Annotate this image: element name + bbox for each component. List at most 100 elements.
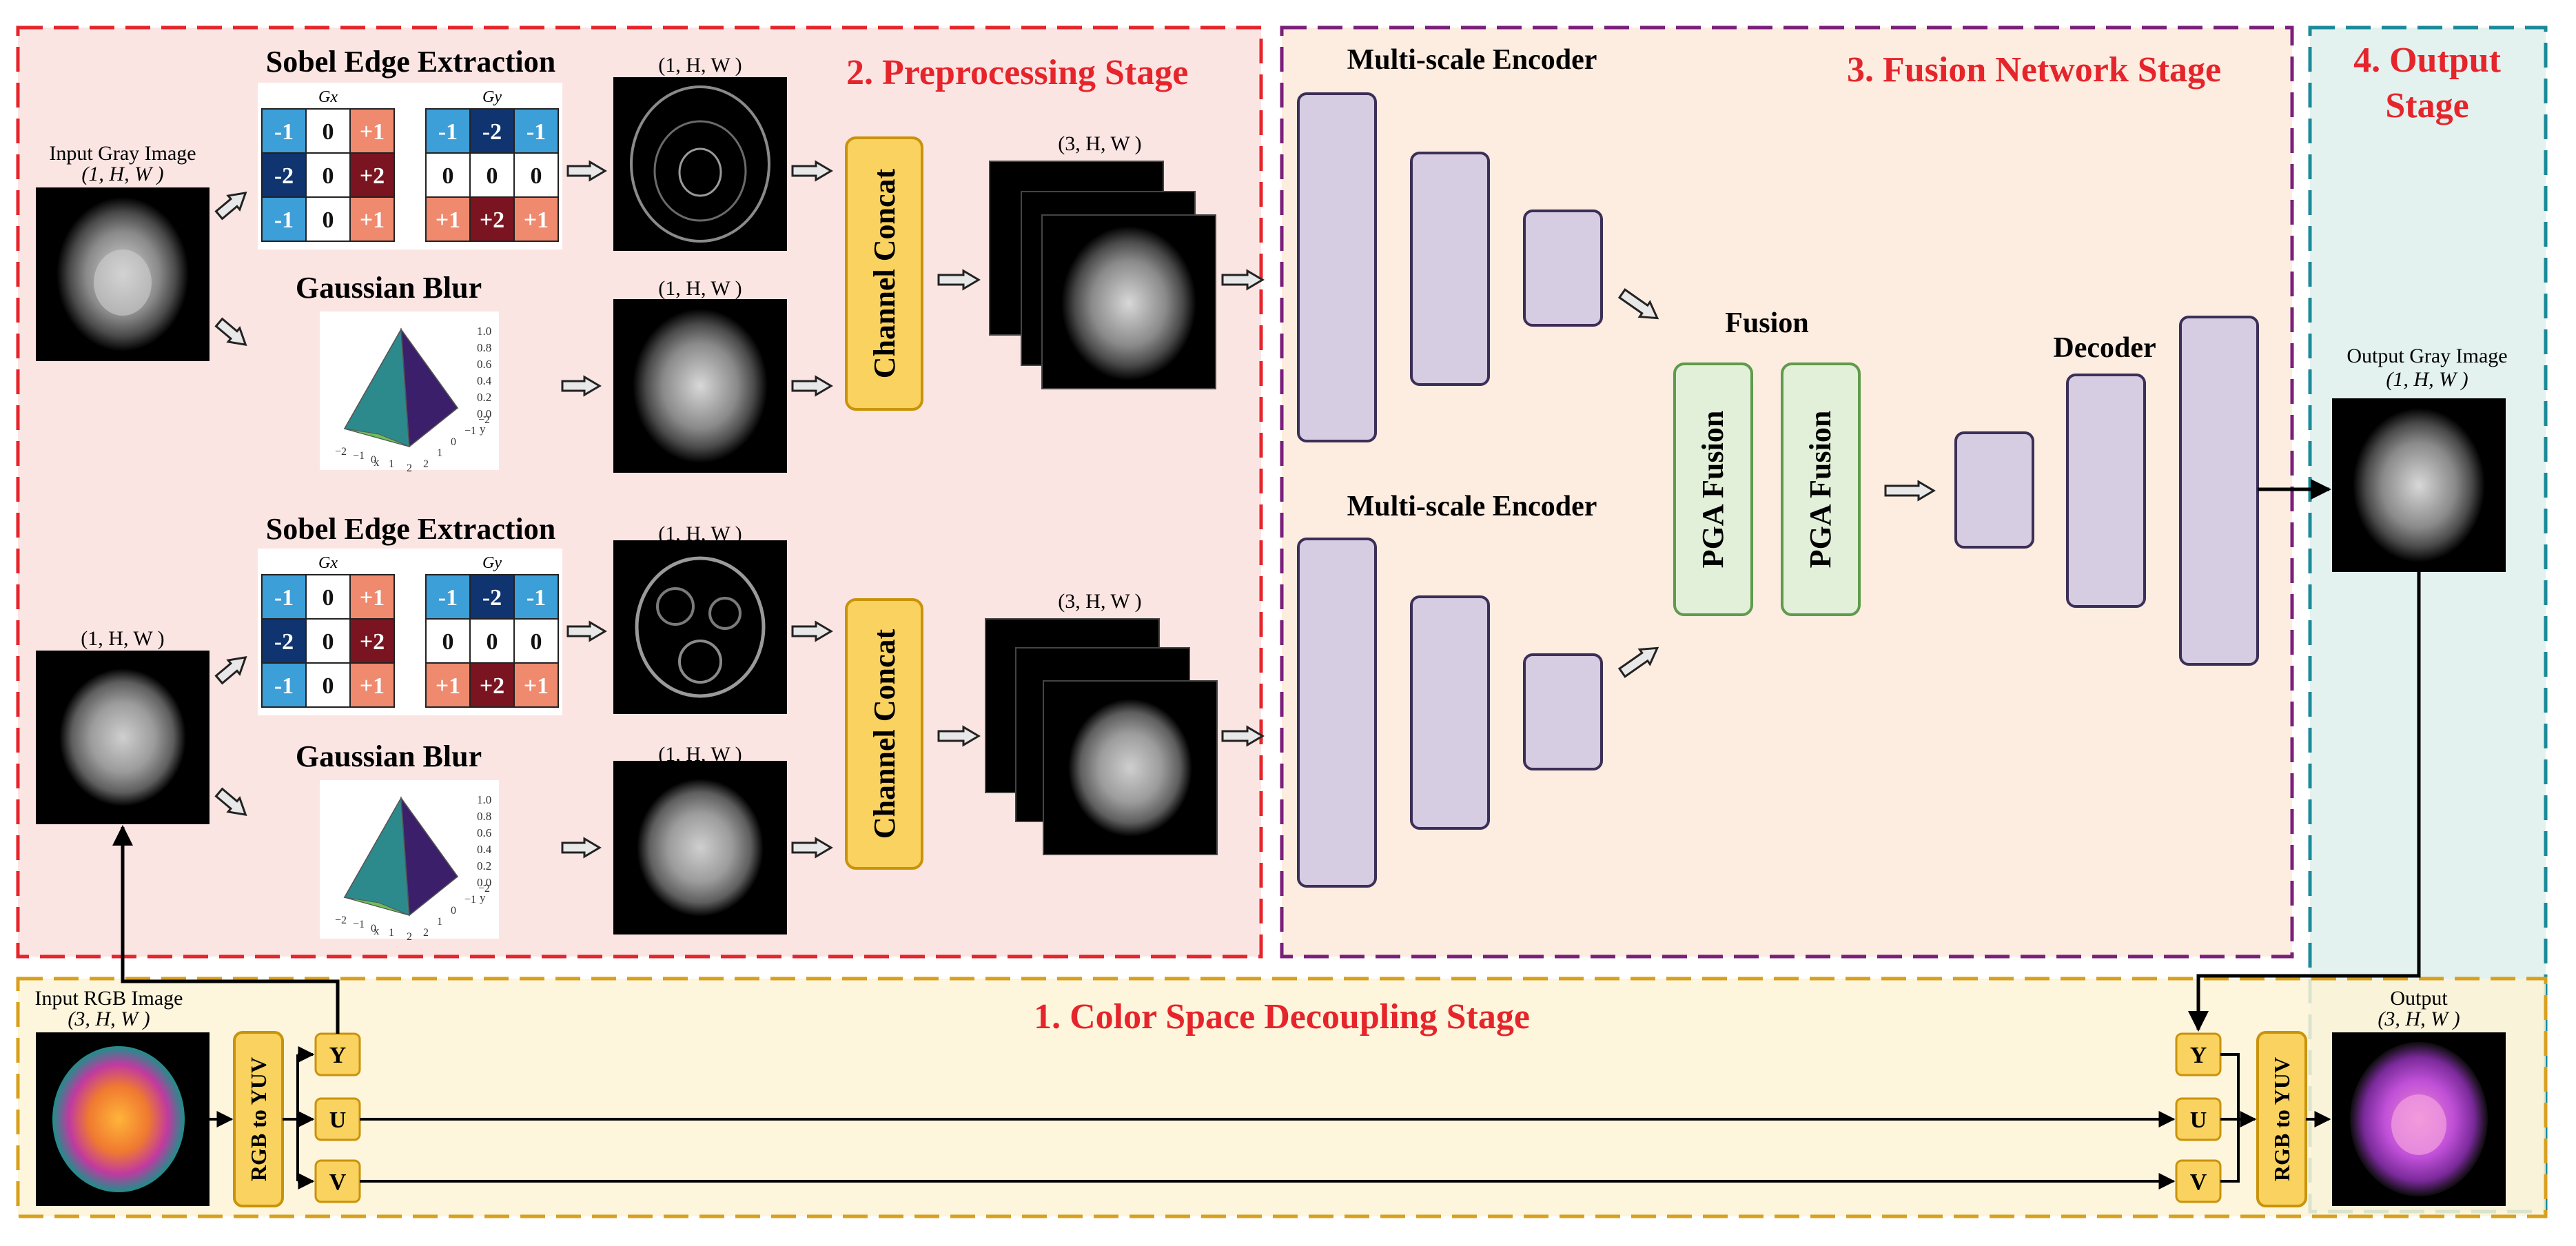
kernel-value: -2 bbox=[482, 585, 502, 611]
input-rgb-shape: (3, H, W ) bbox=[68, 1008, 150, 1030]
encoder-label-bottom: Multi-scale Encoder bbox=[1347, 491, 1597, 522]
svg-text:RGB to YUV: RGB to YUV bbox=[246, 1057, 271, 1181]
svg-text:Gx: Gx bbox=[318, 554, 338, 572]
flow-arrow bbox=[1221, 725, 1265, 747]
flow-arrow bbox=[214, 787, 247, 817]
flow-arrow bbox=[791, 620, 833, 642]
svg-text:Channel Concat: Channel Concat bbox=[868, 168, 901, 378]
kernel-value: +2 bbox=[360, 629, 385, 655]
kernel-value: 0 bbox=[323, 629, 334, 655]
svg-text:Y: Y bbox=[2190, 1043, 2207, 1068]
kernel-cell bbox=[425, 108, 471, 154]
svg-text:U: U bbox=[2190, 1107, 2207, 1133]
kernel-value: -1 bbox=[438, 119, 458, 145]
kernel-cell bbox=[513, 152, 559, 198]
y-tick-label: 1 bbox=[437, 447, 442, 459]
u-channel-box-right: U bbox=[2175, 1097, 2222, 1141]
kernel-value: +2 bbox=[480, 207, 504, 233]
input-rgb-label: Input RGB Image bbox=[35, 987, 183, 1010]
output-gray-image bbox=[2332, 398, 2506, 572]
kernel-cell bbox=[305, 662, 351, 708]
y-tick-label: −1 bbox=[464, 425, 476, 437]
kernel-cell bbox=[425, 196, 471, 242]
kernel-cell bbox=[261, 108, 307, 154]
y-axis-label: y bbox=[480, 891, 486, 904]
decoder bbox=[1954, 316, 2259, 666]
output-stage-title-line2: Stage bbox=[2385, 86, 2468, 125]
y-channel-box-right: Y bbox=[2175, 1032, 2222, 1076]
flow-arrow bbox=[791, 375, 833, 397]
x-tick-label: −2 bbox=[335, 446, 347, 458]
kernel-value: -1 bbox=[274, 673, 294, 699]
surface-face-green bbox=[344, 897, 410, 916]
x-tick-label: −2 bbox=[335, 915, 347, 926]
svg-text:Gx: Gx bbox=[318, 88, 338, 106]
kernel-value: -1 bbox=[527, 119, 546, 145]
y-tick-label: 0 bbox=[451, 436, 456, 448]
v-channel-box-right: V bbox=[2175, 1159, 2222, 1203]
kernel-value: -1 bbox=[274, 207, 294, 233]
kernel-value: +2 bbox=[480, 673, 504, 699]
gaussian-title-top: Gaussian Blur bbox=[296, 271, 482, 305]
z-tick-label: 0.8 bbox=[477, 341, 491, 354]
blur-image-top bbox=[613, 299, 787, 473]
multi-scale-encoder-bottom bbox=[1297, 538, 1603, 888]
kernel-cell bbox=[425, 574, 471, 620]
kernel-value: -1 bbox=[274, 119, 294, 145]
surface-face-purple bbox=[400, 796, 459, 917]
z-tick-label: 1.0 bbox=[477, 325, 491, 338]
output-gray-to-y-arrow bbox=[2188, 572, 2421, 1032]
x-axis-label: x bbox=[374, 456, 380, 469]
flow-arrow bbox=[214, 191, 247, 221]
kernel-value: +1 bbox=[360, 673, 385, 699]
x-axis-label: x bbox=[374, 924, 380, 937]
channel-concat-bottom: Channel Concat bbox=[845, 598, 923, 870]
encoder-label-top: Multi-scale Encoder bbox=[1347, 44, 1597, 76]
pga-fusion-block-1: PGA Fusion bbox=[1673, 362, 1753, 616]
x-tick-label: 0 bbox=[371, 454, 376, 466]
kernel-value: -2 bbox=[274, 163, 294, 189]
pga-fusion-block-2: PGA Fusion bbox=[1781, 362, 1861, 616]
kernel-value: -1 bbox=[274, 585, 294, 611]
y-axis-label: y bbox=[480, 422, 486, 436]
svg-text:Gy: Gy bbox=[482, 88, 502, 106]
rgb-to-yuv-left: RGB to YUV bbox=[233, 1031, 284, 1207]
svg-text:PGA Fusion: PGA Fusion bbox=[1803, 411, 1837, 569]
z-tick-label: 0.6 bbox=[477, 826, 491, 839]
kernel-value: 0 bbox=[487, 163, 498, 189]
kernel-value: +1 bbox=[524, 673, 549, 699]
sobel-title-top: Sobel Edge Extraction bbox=[266, 45, 555, 79]
z-tick-label: 0.0 bbox=[477, 407, 491, 420]
svg-text:Channel Concat: Channel Concat bbox=[868, 629, 901, 839]
y-channel-shape: (1, H, W ) bbox=[81, 627, 164, 650]
kernel-value: -1 bbox=[438, 585, 458, 611]
u-channel-box-left: U bbox=[314, 1097, 361, 1141]
blur-shape-top: (1, H, W ) bbox=[658, 277, 742, 300]
svg-text:V: V bbox=[329, 1170, 347, 1195]
y-tick-label: −1 bbox=[464, 894, 476, 906]
x-tick-label: 2 bbox=[407, 931, 412, 943]
flow-arrow bbox=[566, 620, 607, 642]
kernel-cell bbox=[513, 108, 559, 154]
sobel-title-bottom: Sobel Edge Extraction bbox=[266, 512, 555, 546]
z-tick-label: 0.8 bbox=[477, 810, 491, 823]
y-tick-label: −2 bbox=[478, 414, 490, 426]
y-tick-label: 1 bbox=[437, 916, 442, 928]
stacked-channels-bottom bbox=[985, 618, 1218, 855]
fusion-label: Fusion bbox=[1725, 307, 1808, 339]
kernel-value: +1 bbox=[360, 585, 385, 611]
svg-text:V: V bbox=[2190, 1170, 2207, 1195]
z-tick-label: 0.4 bbox=[477, 843, 492, 856]
output-label: Output bbox=[2390, 987, 2448, 1010]
kernel-cell bbox=[513, 196, 559, 242]
flow-arrow bbox=[937, 725, 981, 747]
stacked-channels-top bbox=[989, 161, 1216, 389]
blur-image-bottom bbox=[613, 761, 787, 935]
kernel-value: +1 bbox=[360, 207, 385, 233]
